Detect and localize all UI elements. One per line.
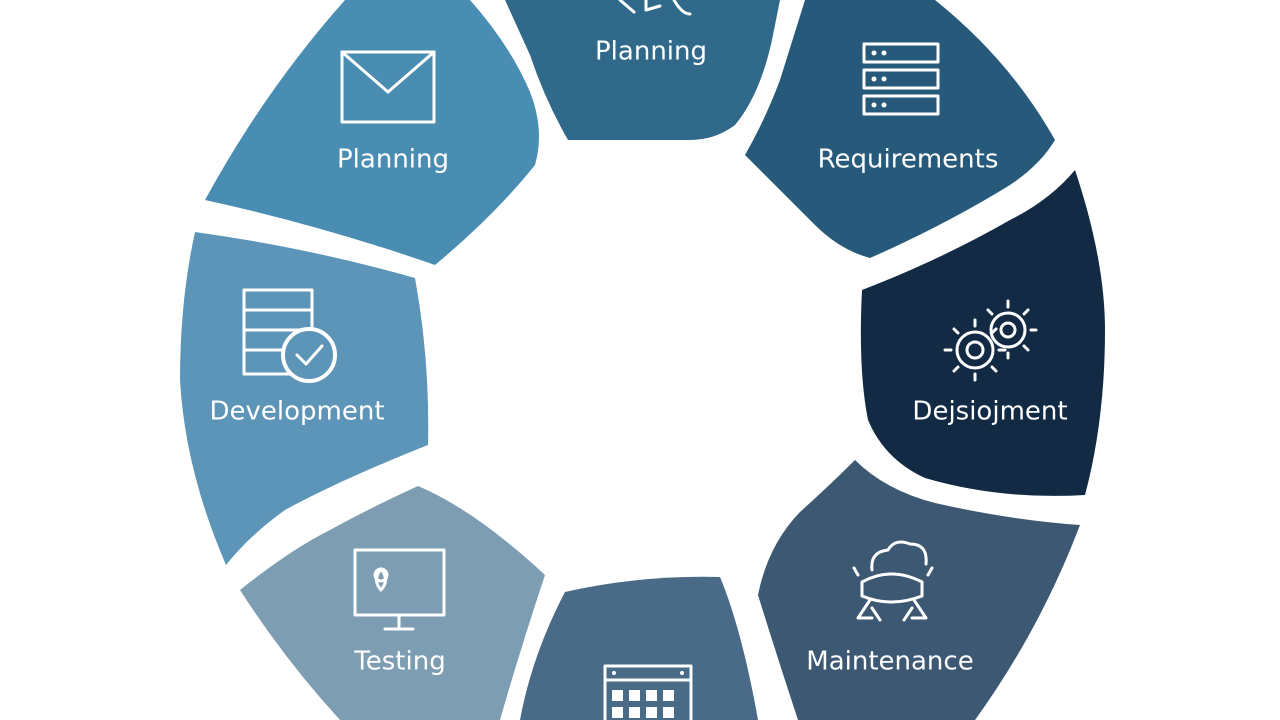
gears-icon xyxy=(943,299,1038,382)
cursor-icon xyxy=(618,0,692,16)
segment-label: Requirements xyxy=(818,145,999,175)
segment-label: Development xyxy=(209,397,384,427)
segment-planning-top: Planning xyxy=(505,0,780,140)
segment-shape xyxy=(205,0,539,265)
segment-shape xyxy=(758,460,1080,720)
segment-label: Planning xyxy=(595,37,707,67)
segment-shape xyxy=(520,576,758,720)
segment-development: Development xyxy=(180,232,429,565)
segment-dejsiojment: Dejsiojment xyxy=(860,170,1105,496)
segment-maintenance: Maintenance xyxy=(758,460,1080,720)
segment-shape xyxy=(240,486,545,720)
cloud-robot-icon xyxy=(852,540,934,622)
monitor-icon xyxy=(353,548,446,631)
envelope-icon xyxy=(340,50,436,124)
segment-bottom-calendar xyxy=(520,576,758,720)
segment-shape xyxy=(745,0,1055,258)
segment-testing: Testing xyxy=(240,486,545,720)
calendar-grid-icon xyxy=(603,664,693,720)
server-rack-icon xyxy=(862,42,940,116)
segment-label: Dejsiojment xyxy=(912,397,1067,427)
segment-label: Testing xyxy=(353,647,445,677)
segment-shape xyxy=(180,232,429,565)
segment-label: Maintenance xyxy=(806,647,973,677)
segment-requirements: Requirements xyxy=(745,0,1055,258)
segment-shape xyxy=(505,0,780,140)
segment-planning-left: Planning xyxy=(205,0,539,265)
segment-label: Planning xyxy=(337,145,449,175)
document-check-icon xyxy=(242,288,337,383)
